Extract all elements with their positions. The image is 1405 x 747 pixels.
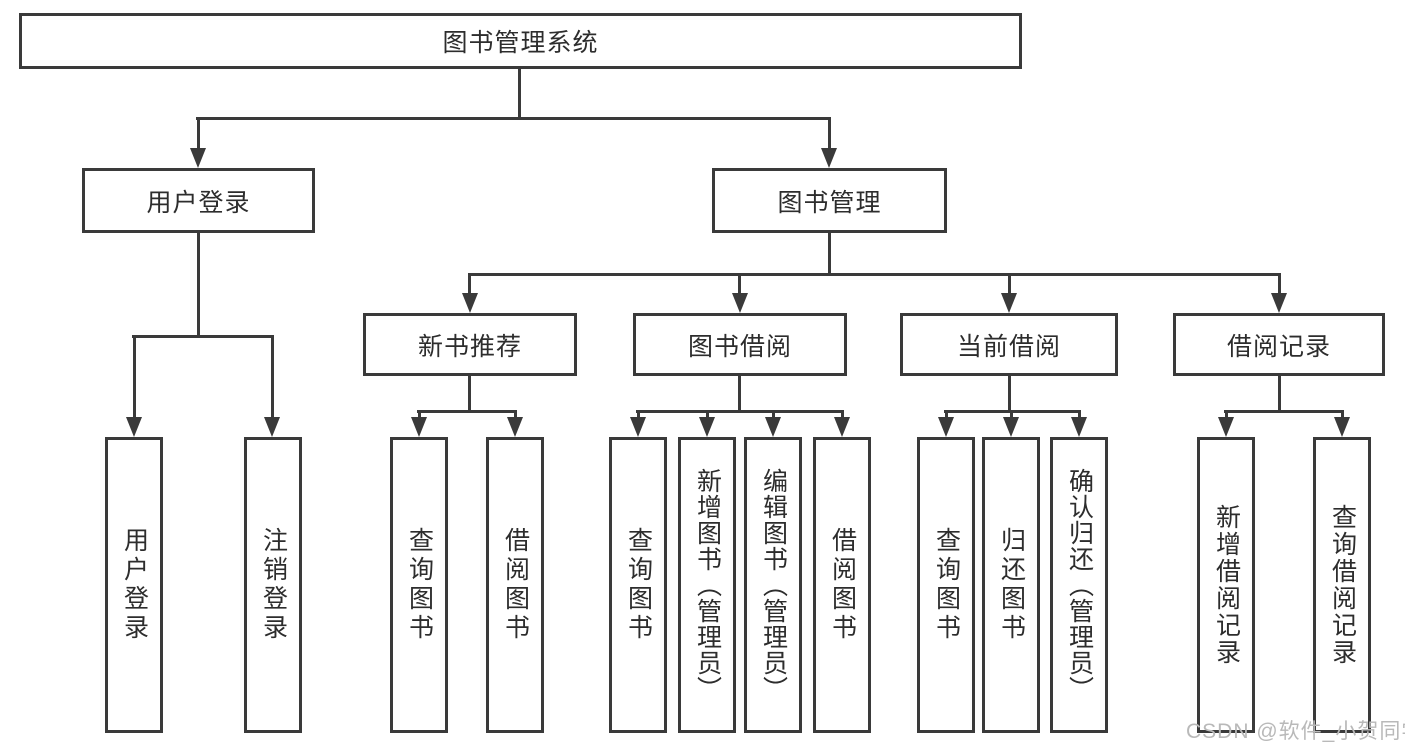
connector-line (828, 233, 831, 275)
node-label: 用户登录 (120, 527, 149, 643)
leaf-confirm-return-admin: 确认归还（管理员） (1050, 437, 1108, 733)
connector-line (132, 335, 274, 338)
connector-line (1010, 410, 1013, 420)
node-label: 新书推荐 (417, 332, 522, 361)
arrow-down-icon (732, 293, 748, 313)
connector-line (197, 233, 200, 337)
node-borrowing-records: 借阅记录 (1173, 313, 1385, 376)
connector-line (841, 410, 844, 420)
leaf-query-books-recommend: 查询图书 (390, 437, 448, 733)
node-label: 图书管理 (777, 188, 882, 217)
node-label: 当前借阅 (956, 332, 1061, 361)
connector-line (271, 335, 274, 419)
connector-line (636, 410, 844, 413)
arrow-down-icon (190, 148, 206, 168)
node-label: 确认归还（管理员） (1065, 468, 1094, 702)
arrow-down-icon (507, 417, 523, 437)
arrow-down-icon (411, 417, 427, 437)
node-book-management: 图书管理 (712, 168, 947, 233)
arrow-down-icon (699, 417, 715, 437)
arrow-down-icon (938, 417, 954, 437)
connector-line (738, 376, 741, 412)
leaf-borrow-books-recommend: 借阅图书 (486, 437, 544, 733)
arrow-down-icon (630, 417, 646, 437)
node-label: 编辑图书（管理员） (759, 468, 788, 702)
connector-line (1008, 273, 1011, 295)
connector-line (417, 410, 517, 413)
leaf-add-book-admin: 新增图书（管理员） (678, 437, 736, 733)
node-label: 借阅记录 (1226, 332, 1331, 361)
arrow-down-icon (1001, 293, 1017, 313)
leaf-logout: 注销登录 (244, 437, 302, 733)
node-label: 图书借阅 (687, 332, 792, 361)
connector-line (133, 335, 136, 419)
leaf-query-books-current: 查询图书 (917, 437, 975, 733)
connector-line (1278, 273, 1281, 295)
connector-line (637, 410, 640, 420)
leaf-borrow-books-borrowing: 借阅图书 (813, 437, 871, 733)
node-label: 查询图书 (405, 527, 434, 643)
node-user-login: 用户登录 (82, 168, 315, 233)
connector-line (197, 117, 200, 150)
connector-line (706, 410, 709, 420)
arrow-down-icon (126, 417, 142, 437)
arrow-down-icon (264, 417, 280, 437)
node-label: 借阅图书 (828, 527, 857, 643)
connector-line (196, 117, 831, 120)
node-label: 查询图书 (932, 527, 961, 643)
node-label: 查询图书 (624, 527, 653, 643)
leaf-edit-book-admin: 编辑图书（管理员） (744, 437, 802, 733)
arrow-down-icon (1271, 293, 1287, 313)
connector-line (468, 273, 1281, 276)
arrow-down-icon (1218, 417, 1234, 437)
arrow-down-icon (462, 293, 478, 313)
node-label: 借阅图书 (501, 527, 530, 643)
connector-line (828, 117, 831, 150)
leaf-return-books: 归还图书 (982, 437, 1040, 733)
connector-line (468, 273, 471, 295)
leaf-query-books-borrowing: 查询图书 (609, 437, 667, 733)
connector-line (1224, 410, 1344, 413)
arrow-down-icon (1071, 417, 1087, 437)
connector-line (945, 410, 948, 420)
node-label: 用户登录 (146, 188, 251, 217)
connector-line (1278, 376, 1281, 412)
node-label: 新增借阅记录 (1212, 504, 1241, 666)
node-current-borrowing: 当前借阅 (900, 313, 1118, 376)
connector-line (418, 410, 421, 420)
node-book-borrowing: 图书借阅 (633, 313, 847, 376)
arrow-down-icon (821, 148, 837, 168)
node-label: 查询借阅记录 (1328, 504, 1357, 666)
node-label: 归还图书 (997, 527, 1026, 643)
connector-line (738, 273, 741, 295)
node-new-book-recommendation: 新书推荐 (363, 313, 577, 376)
node-library-management-system: 图书管理系统 (19, 13, 1022, 69)
connector-line (1225, 410, 1228, 420)
connector-line (518, 69, 521, 119)
node-label: 图书管理系统 (442, 29, 599, 57)
arrow-down-icon (1003, 417, 1019, 437)
connector-line (468, 376, 471, 412)
connector-line (1341, 410, 1344, 420)
connector-line (1078, 410, 1081, 420)
leaf-add-borrow-record: 新增借阅记录 (1197, 437, 1255, 733)
arrow-down-icon (765, 417, 781, 437)
connector-line (772, 410, 775, 420)
leaf-user-login: 用户登录 (105, 437, 163, 733)
connector-line (1008, 376, 1011, 412)
watermark-csdn: CSDN @软件_小贺同学 (1186, 720, 1405, 743)
arrow-down-icon (1334, 417, 1350, 437)
leaf-query-borrow-record: 查询借阅记录 (1313, 437, 1371, 733)
node-label: 注销登录 (259, 527, 288, 643)
arrow-down-icon (834, 417, 850, 437)
node-label: 新增图书（管理员） (693, 468, 722, 702)
connector-line (514, 410, 517, 420)
